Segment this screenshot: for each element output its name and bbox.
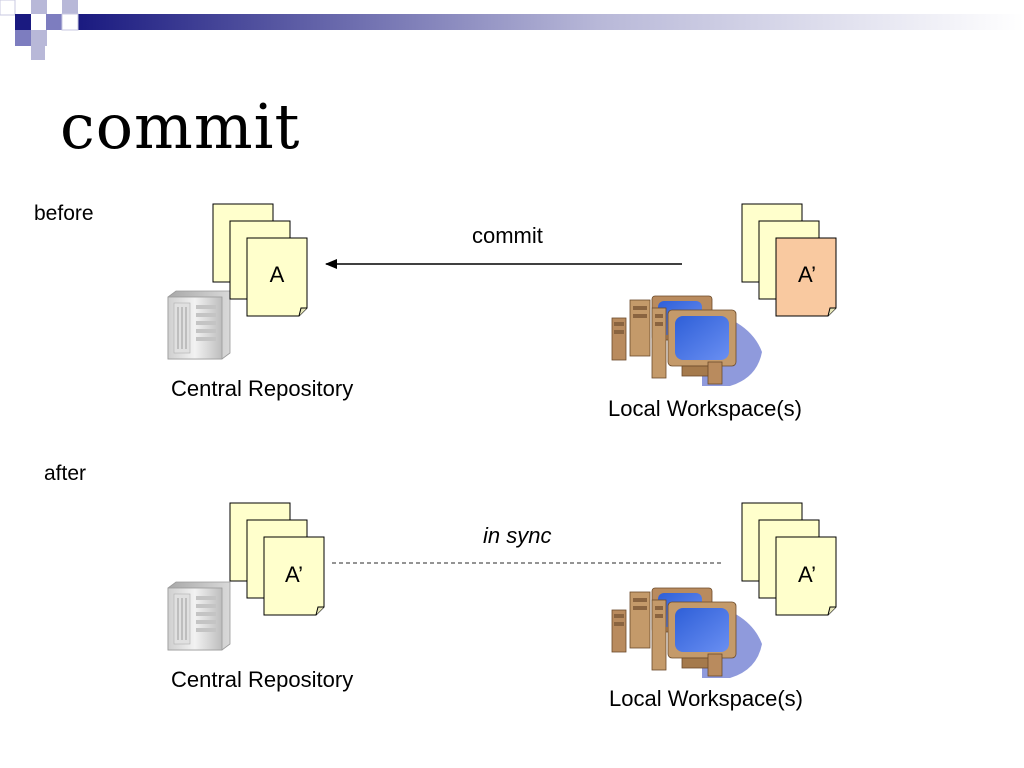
before-workspace-computer-icon: [611, 295, 763, 387]
after-section-label: after: [44, 462, 87, 485]
in-sync-edge-label: in sync: [483, 523, 552, 548]
header-decoration: [0, 0, 1024, 60]
slide-title: commit: [60, 90, 301, 163]
commit-edge-label: commit: [472, 223, 543, 248]
before-repository-server-icon: [167, 290, 231, 360]
header-square-dark: [15, 14, 31, 30]
header-gradient-band: [78, 14, 1024, 30]
before-repository-label: Central Repository: [171, 376, 354, 401]
after-workspace-label: Local Workspace(s): [609, 686, 803, 711]
before-workspace-label: Local Workspace(s): [608, 396, 802, 421]
after-workspace-file-label: A’: [798, 562, 816, 587]
after-workspace-computer-icon: [611, 587, 763, 679]
after-repository-label: Central Repository: [171, 667, 354, 692]
after-workspace-files: [741, 502, 837, 616]
before-workspace-file-label: A’: [798, 262, 816, 287]
after-repo-file-label: A’: [285, 562, 303, 587]
before-repo-file-label: A: [269, 262, 285, 287]
before-section-label: before: [34, 202, 94, 225]
before-workspace-files: [741, 203, 837, 317]
after-repository-server-icon: [167, 581, 231, 651]
after-repository-files: [229, 502, 325, 616]
